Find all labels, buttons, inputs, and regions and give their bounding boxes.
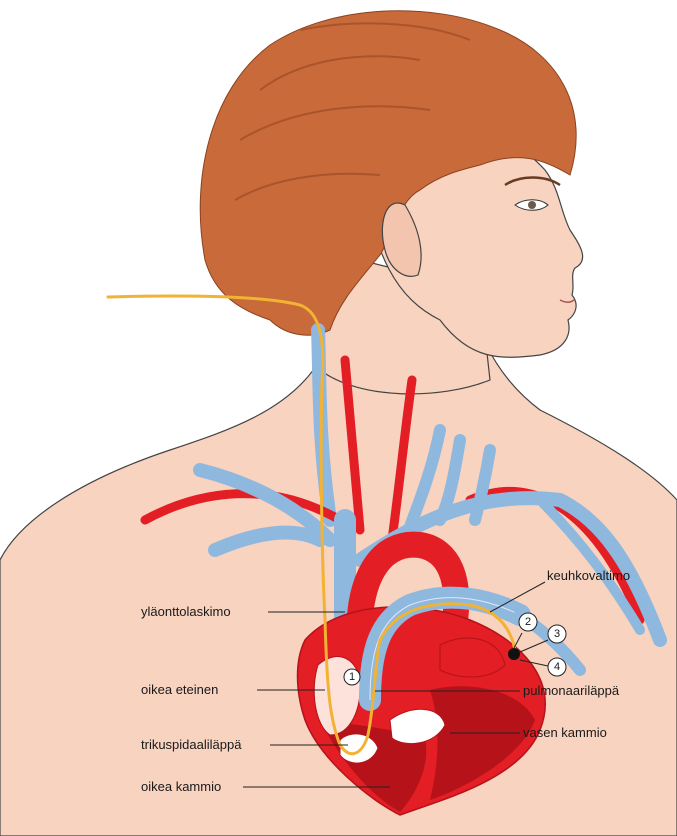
- marker-1: 1: [344, 669, 360, 685]
- catheter-tip-balloon: [508, 648, 520, 660]
- label-keuhkovaltimo: keuhkovaltimo: [547, 568, 630, 583]
- marker-2-number: 2: [525, 616, 531, 628]
- label-vasen-kammio: vasen kammio: [523, 725, 607, 740]
- label-pulmonaarilappa: pulmonaariläppä: [523, 683, 620, 698]
- marker-4-number: 4: [554, 661, 560, 673]
- label-oikea-eteinen: oikea eteinen: [141, 682, 218, 697]
- label-trikuspidaalilappa: trikuspidaaliläppä: [141, 737, 242, 752]
- label-oikea-kammio: oikea kammio: [141, 779, 221, 794]
- marker-1-number: 1: [349, 671, 355, 683]
- label-ylaonttolaskimo: yläonttolaskimo: [141, 604, 231, 619]
- iris: [528, 201, 536, 209]
- marker-3-number: 3: [554, 628, 560, 640]
